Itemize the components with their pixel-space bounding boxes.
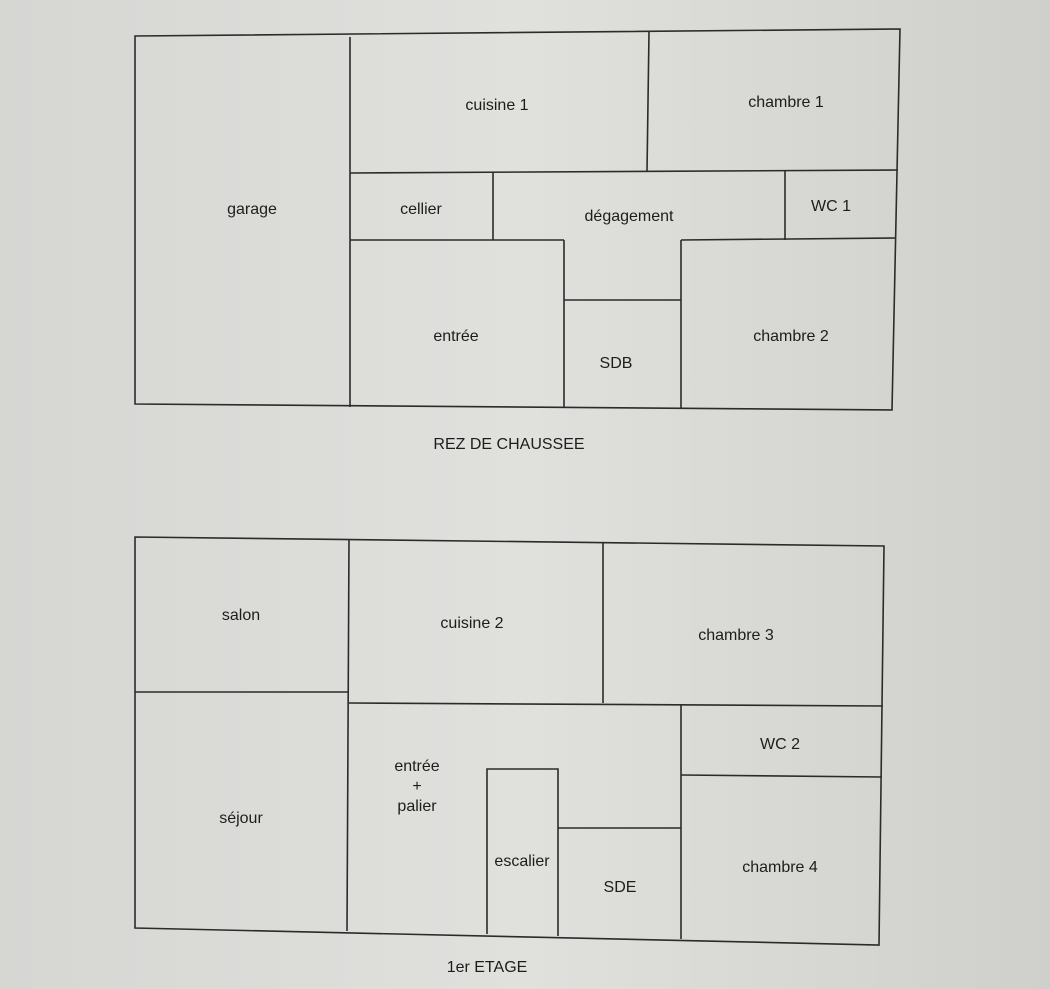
room-escalier: escalier — [494, 853, 550, 870]
wall-kitchen2-bottom — [348, 702, 884, 707]
wall-living-right — [346, 538, 350, 932]
first-floor-plan: salon cuisine 2 chambre 3 séjour entrée … — [134, 536, 885, 976]
room-entree-palier-line2: + — [412, 778, 421, 795]
room-entree-palier-line3: palier — [397, 798, 437, 815]
room-sejour: séjour — [219, 810, 263, 827]
room-entree-palier-line1: entrée — [394, 758, 439, 775]
room-bedroom-4: chambre 4 — [742, 859, 818, 876]
room-garage: garage — [227, 201, 277, 218]
room-wc-1: WC 1 — [811, 198, 851, 215]
room-bedroom-3: chambre 3 — [698, 627, 774, 644]
ground-floor-caption: REZ DE CHAUSSEE — [433, 436, 584, 453]
room-kitchen-2: cuisine 2 — [440, 615, 503, 632]
ground-floor-outline — [134, 28, 901, 411]
room-salon: salon — [222, 607, 260, 624]
first-floor-outline — [134, 536, 885, 946]
room-entree: entrée — [433, 328, 478, 345]
wall-bedroom2-top — [680, 237, 897, 241]
wall-stairs — [486, 768, 559, 936]
ground-floor-plan: garage cuisine 1 chambre 1 cellier dégag… — [134, 28, 901, 453]
room-degagement: dégagement — [585, 208, 675, 225]
room-kitchen-1: cuisine 1 — [465, 97, 528, 114]
room-cellier: cellier — [400, 201, 442, 218]
room-bedroom-2: chambre 2 — [753, 328, 829, 345]
room-wc-2: WC 2 — [760, 736, 800, 753]
wall-top-row — [349, 169, 899, 174]
wall-wc2-bottom — [680, 774, 883, 778]
wall-kitchen-bedroom1 — [646, 31, 650, 173]
first-floor-caption: 1er ETAGE — [447, 959, 528, 976]
room-bedroom-1: chambre 1 — [748, 94, 824, 111]
room-sde: SDE — [604, 879, 637, 896]
room-sdb: SDB — [600, 355, 633, 372]
